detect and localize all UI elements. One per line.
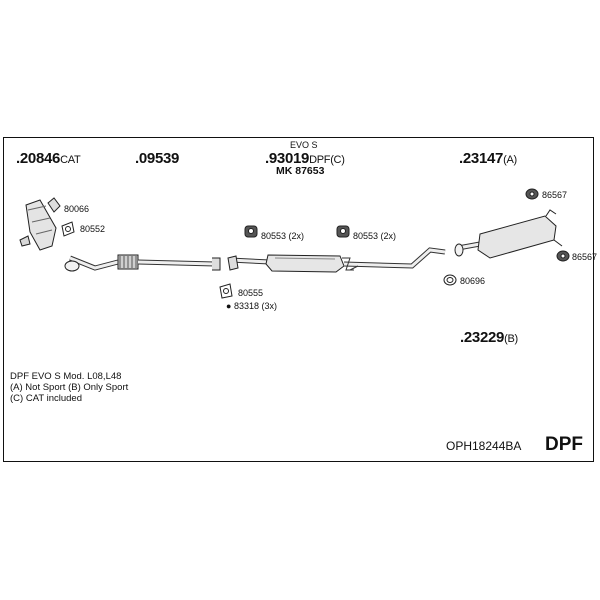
part-label-93019: .93019DPF(C): [265, 150, 345, 167]
notes-line-2: (A) Not Sport (B) Only Sport: [10, 382, 129, 393]
hardware-label-80552: 80552: [80, 224, 106, 234]
hardware-label-86567-a: 86567: [542, 190, 568, 200]
rear-silencer-part[interactable]: [454, 209, 563, 259]
part-label-20846: .20846CAT: [16, 150, 81, 167]
notes-line-1: DPF EVO S Mod. L08,L48: [10, 371, 122, 382]
part-label-23147: .23147(A): [459, 150, 517, 167]
notes-line-3: (C) CAT included: [10, 393, 82, 404]
dpf-part[interactable]: [227, 254, 345, 273]
part-label-93019-top: EVO S: [290, 140, 318, 150]
middle-pipe-part[interactable]: [137, 257, 221, 271]
front-pipe-part[interactable]: [64, 254, 139, 272]
hardware-label-86567-b: 86567: [572, 252, 598, 262]
hardware-label-80553-b: 80553 (2x): [353, 231, 397, 241]
part-label-93019-sub: MK 87653: [276, 165, 325, 177]
hardware-label-80696: 80696: [460, 276, 486, 286]
clamp-80696-icon[interactable]: [443, 274, 457, 286]
kit-code: OPH18244BA: [446, 439, 522, 453]
hanger-80066-icon[interactable]: [47, 197, 61, 213]
hanger-86567-a-icon[interactable]: [525, 188, 539, 200]
gasket-80552-icon[interactable]: [61, 221, 75, 237]
diagram-frame: [3, 137, 594, 462]
rear-pipe-part[interactable]: [342, 247, 446, 271]
hardware-label-80553-a: 80553 (2x): [261, 231, 305, 241]
hardware-label-80066: 80066: [64, 204, 90, 214]
hanger-86567-b-icon[interactable]: [556, 250, 570, 262]
kit-type: DPF: [545, 434, 583, 455]
hanger-80553-b-icon[interactable]: [336, 225, 350, 238]
catalytic-converter-part[interactable]: [19, 199, 57, 251]
hardware-label-80555: 80555: [238, 288, 264, 298]
part-label-23229: .23229(B): [460, 329, 518, 346]
gasket-80555-icon[interactable]: [219, 283, 233, 299]
hanger-80553-a-icon[interactable]: [244, 225, 258, 238]
hardware-label-83318: ● 83318 (3x): [226, 301, 277, 311]
part-label-09539: .09539: [135, 150, 180, 167]
